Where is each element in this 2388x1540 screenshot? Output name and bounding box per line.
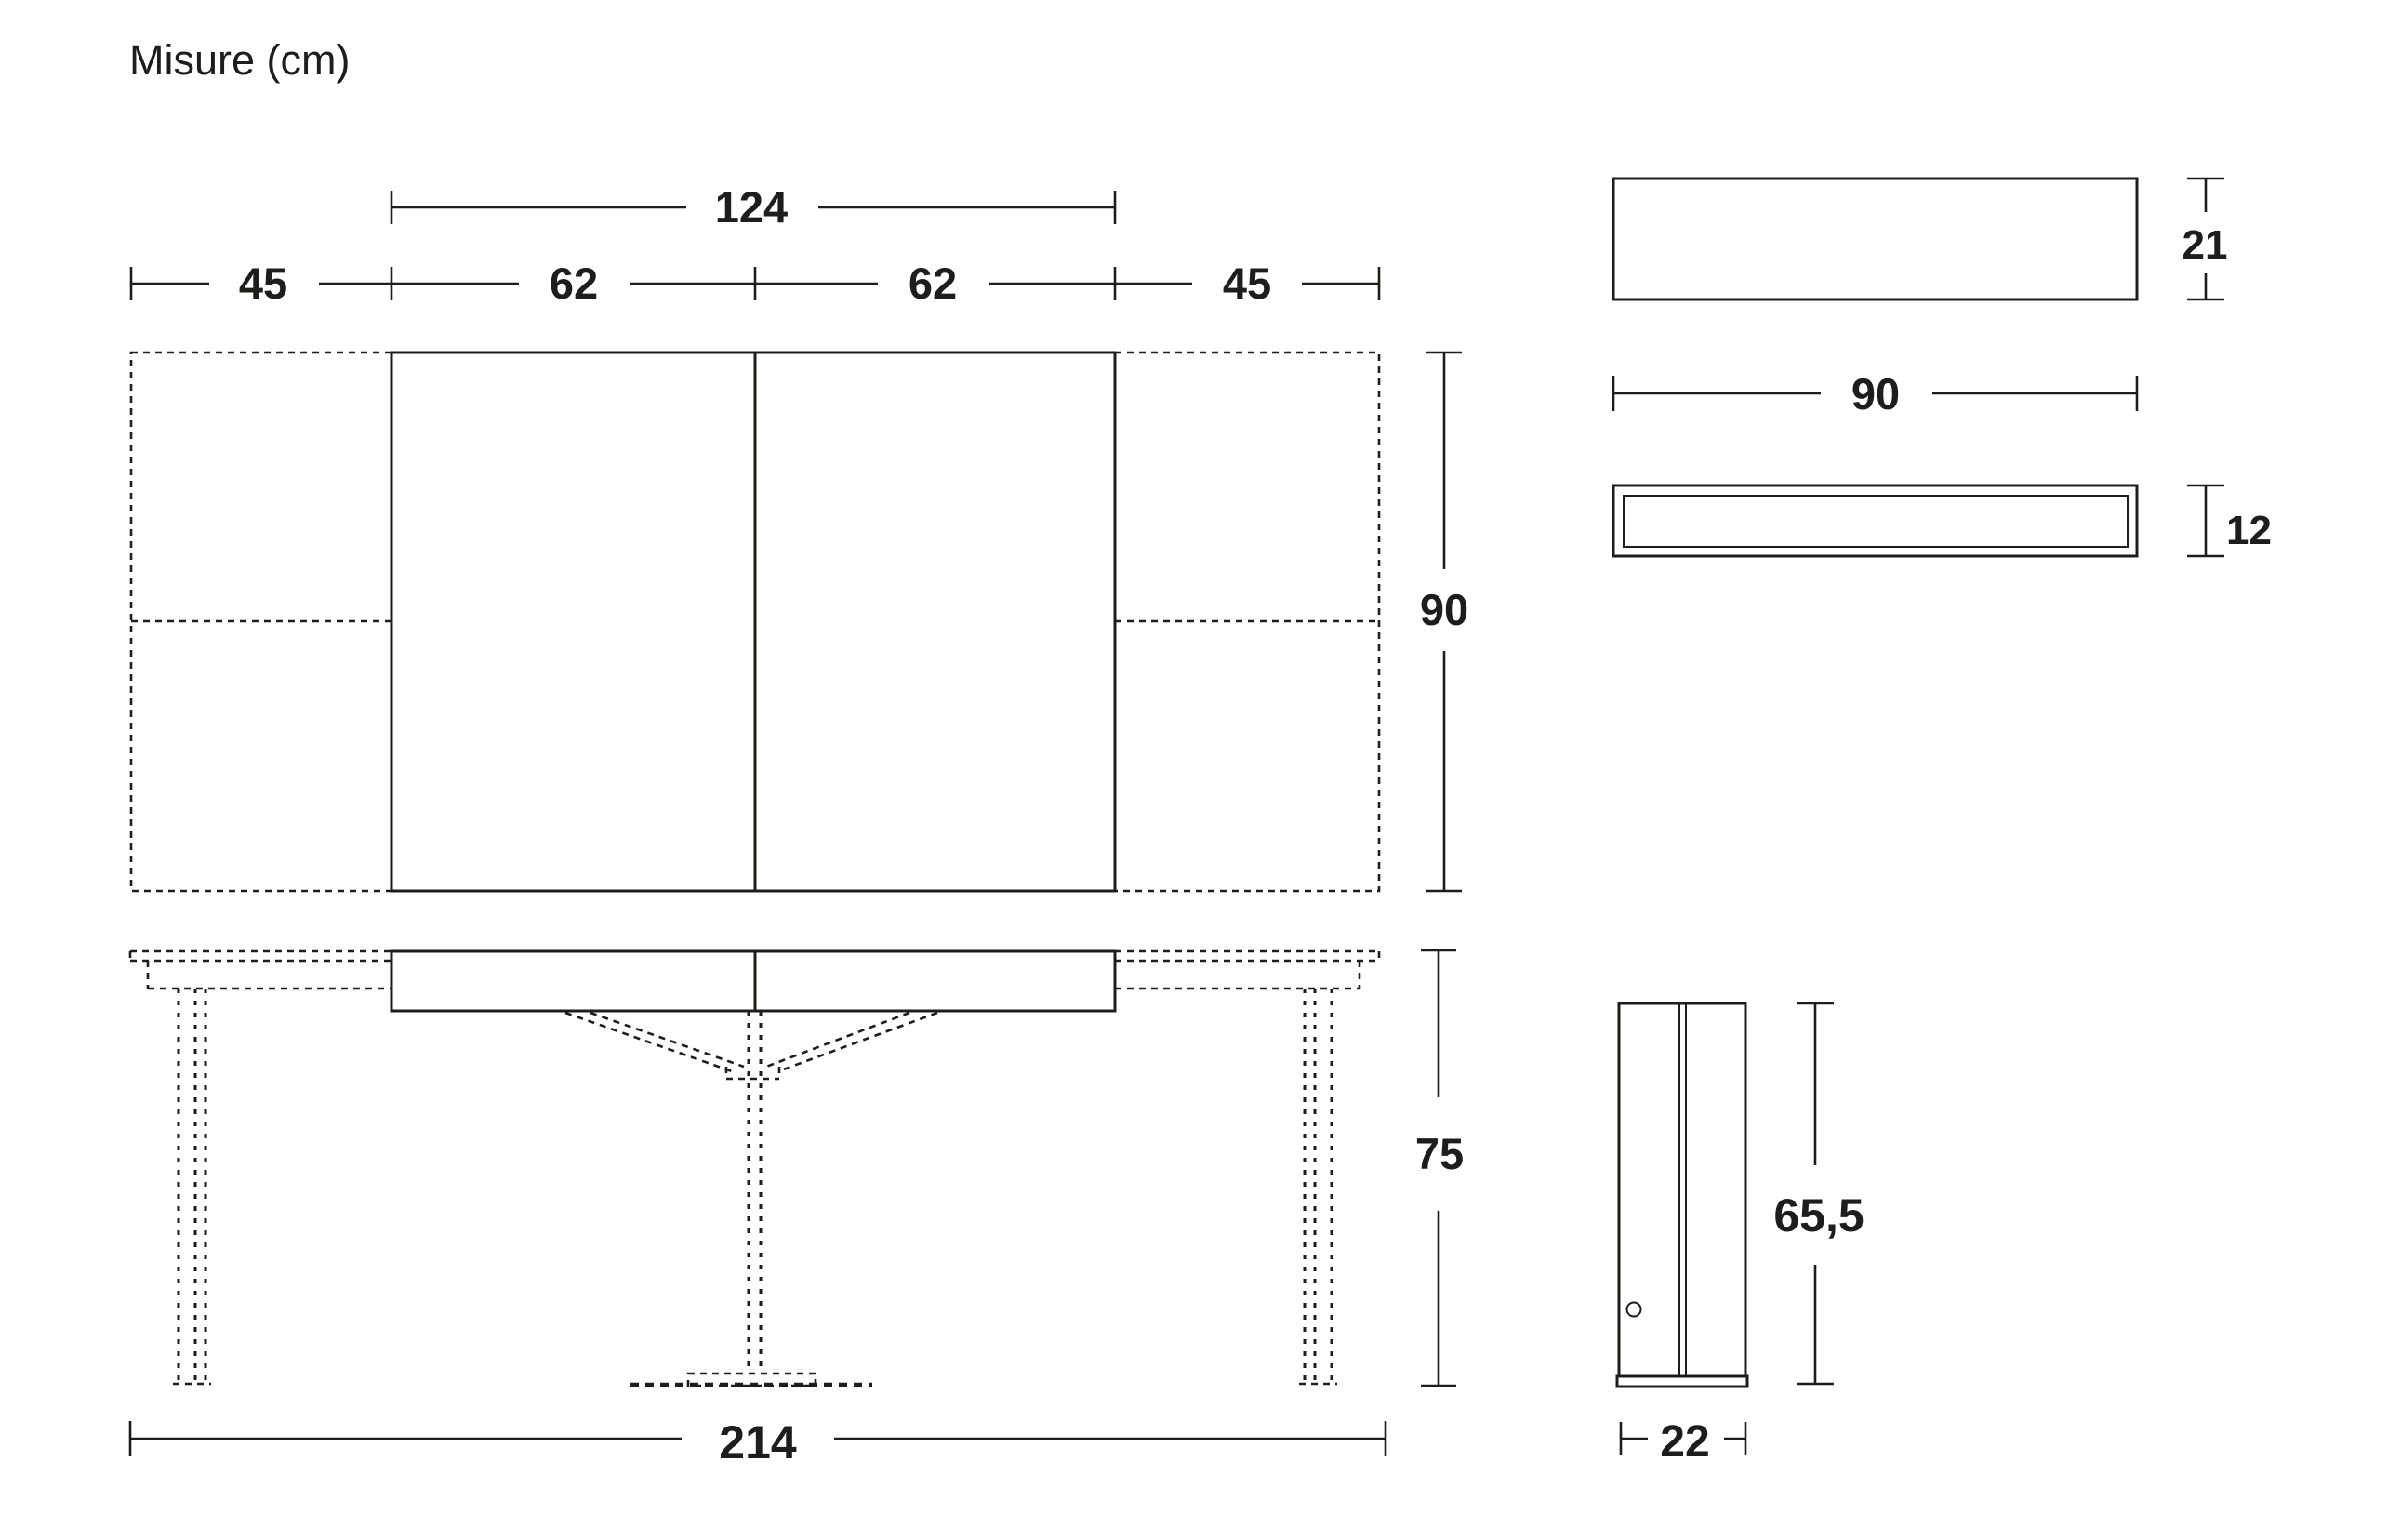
dim-75-label: 75 xyxy=(1415,1129,1464,1178)
dim-124: 124 xyxy=(390,182,1117,232)
dim-124-label: 124 xyxy=(715,182,788,232)
dim-21: 21 xyxy=(2182,177,2228,301)
leaf-panel-side-view-inner xyxy=(1623,495,2129,548)
leg-view: 65,5 22 xyxy=(1615,1002,1864,1467)
plan-view xyxy=(129,351,1381,893)
top-panel-side-view xyxy=(1612,177,2139,301)
front-table-top-band xyxy=(390,949,1117,1013)
front-left-leg-dashed xyxy=(173,989,211,1386)
dim-90-depth-label: 90 xyxy=(1420,585,1468,634)
dim-12: 12 xyxy=(2187,484,2272,558)
dim-45-left-label: 45 xyxy=(239,259,287,308)
page-title: Misure (cm) xyxy=(129,36,350,84)
top-panel-views: 21 90 12 xyxy=(1612,177,2272,558)
dim-22: 22 xyxy=(1619,1417,1747,1467)
dim-214-label: 214 xyxy=(719,1416,797,1468)
front-pedestal-column-dashed xyxy=(747,1011,763,1374)
front-view xyxy=(128,949,1381,1387)
front-right-leaf-dashed xyxy=(1115,949,1381,990)
dim-90-depth: 90 xyxy=(1420,351,1468,893)
dim-90-panel: 90 xyxy=(1612,369,2139,418)
dim-65-5: 65,5 xyxy=(1773,1002,1864,1386)
front-pedestal-braces-dashed xyxy=(564,1011,938,1081)
dim-75: 75 xyxy=(1415,949,1464,1387)
plan-table-top xyxy=(390,351,1117,893)
dim-62-right-label: 62 xyxy=(909,259,957,308)
dim-45-right-label: 45 xyxy=(1223,259,1271,308)
dim-22-label: 22 xyxy=(1660,1417,1709,1467)
dim-21-label: 21 xyxy=(2182,222,2228,268)
dim-65-5-label: 65,5 xyxy=(1773,1189,1864,1241)
front-left-leaf-dashed xyxy=(128,949,391,990)
dim-12-label: 12 xyxy=(2226,508,2272,553)
dim-45-62-62-45: 45 62 62 45 xyxy=(129,259,1381,308)
front-right-leg-dashed xyxy=(1299,989,1337,1386)
dim-90-panel-label: 90 xyxy=(1851,369,1900,418)
leg-foot-plate xyxy=(1615,1374,1749,1388)
dim-214: 214 xyxy=(128,1416,1387,1468)
front-dimensions: 75 214 xyxy=(128,949,1464,1468)
leg-front-view xyxy=(1617,1002,1747,1378)
leaf-panel-side-view-outer xyxy=(1612,484,2139,558)
front-pedestal-foot-dashed xyxy=(630,1372,872,1387)
plan-dimensions: 124 45 62 62 45 90 xyxy=(129,182,1468,893)
dim-62-left-label: 62 xyxy=(550,259,598,308)
leg-adjuster-hole xyxy=(1625,1301,1642,1318)
